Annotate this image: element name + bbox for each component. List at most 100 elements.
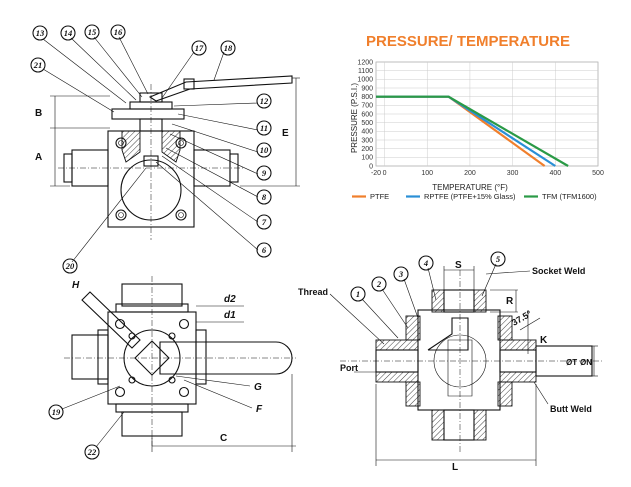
svg-text:20: 20: [65, 261, 75, 271]
chart-y-tick: 0: [369, 163, 373, 170]
chart-y-tick: 800: [361, 94, 373, 101]
chart-x-tick: 500: [592, 170, 604, 177]
chart-y-tick: 1100: [358, 68, 373, 75]
chart-y-tick: 1000: [357, 77, 373, 84]
stem-seal-section-right: [161, 130, 181, 163]
svg-text:11: 11: [260, 123, 268, 133]
handle-lever: [148, 75, 293, 102]
chart-y-tick: 700: [361, 103, 373, 110]
callout-6: 6: [256, 242, 272, 258]
svg-text:5: 5: [496, 254, 501, 264]
chart-legend-label: RPTFE (PTFE+15% Glass): [424, 192, 516, 201]
chart-y-tick: 600: [361, 111, 373, 118]
svg-text:3: 3: [398, 269, 404, 279]
plan-right-flange: [195, 329, 207, 385]
callout-9: 9: [256, 165, 272, 181]
dim-e: E: [282, 128, 289, 139]
callout-17: 17: [191, 40, 207, 56]
label-port: Port: [340, 363, 358, 373]
label-thread: Thread: [298, 287, 328, 297]
svg-text:9: 9: [262, 168, 267, 178]
callout-14: 14: [60, 25, 76, 41]
callout-22: 22: [84, 444, 100, 460]
callout-16: 16: [110, 24, 126, 40]
callout-10: 10: [256, 142, 272, 158]
chart-legend-label: TFM (TFM1600): [542, 192, 597, 201]
callout-20: 20: [62, 258, 78, 274]
chart-y-tick: 200: [361, 146, 373, 153]
chart-y-tick: 500: [361, 120, 373, 127]
chart-legend: PTFE RPTFE (PTFE+15% Glass) TFM (TFM1600): [352, 192, 597, 201]
callout-7: 7: [256, 214, 272, 230]
dim-f: F: [256, 404, 263, 415]
chart-x-label: TEMPERATURE (°F): [432, 183, 508, 192]
svg-text:18: 18: [224, 43, 233, 53]
chart-x-tick: 0: [383, 170, 387, 177]
chart-series: [376, 95, 569, 167]
chart-y-tick: 400: [361, 129, 373, 136]
plan-view: [61, 276, 296, 452]
chart-axes: 0100200300400500600700800900100011001200…: [357, 59, 604, 177]
callout-12: 12: [256, 93, 272, 109]
dim-d2: d2: [224, 294, 236, 305]
callout-4: 4: [418, 255, 434, 271]
callout-2: 2: [371, 276, 387, 292]
plan-stem-square: [134, 340, 170, 376]
callout-21: 21: [30, 57, 46, 73]
plan-handle: [159, 341, 293, 375]
dim-g: G: [254, 382, 262, 393]
plan-left-flange: [97, 329, 109, 385]
dim-id: ØN: [580, 358, 592, 367]
chart-x-tick: -20: [371, 170, 381, 177]
gland-plate: [111, 108, 185, 120]
dim-l: L: [452, 462, 458, 473]
svg-text:14: 14: [64, 28, 73, 38]
chart-grid: [375, 61, 599, 167]
svg-text:4: 4: [423, 258, 428, 268]
dim-h: H: [72, 280, 80, 291]
body-bolts: [115, 137, 187, 221]
dim-od: ØT: [566, 358, 577, 367]
svg-text:10: 10: [260, 145, 269, 155]
chart-y-label: PRESSURE (P.S.I.): [350, 83, 359, 153]
svg-text:2: 2: [376, 279, 382, 289]
dimension-lines-front: [50, 77, 300, 187]
front-elevation-view: B A E: [35, 36, 300, 263]
svg-text:16: 16: [114, 27, 123, 37]
plan-bolts: [114, 318, 190, 398]
callouts-front: 13 14 15 16 17 18 21 12 11 10 9 8 7 6 20: [30, 24, 272, 274]
chart-series-line-3: [376, 95, 569, 167]
chart-y-tick: 1200: [357, 59, 373, 66]
bottom-socket: [443, 409, 475, 441]
dim-c: C: [220, 433, 227, 444]
svg-text:12: 12: [260, 96, 269, 106]
section-body: [417, 309, 501, 411]
callout-15: 15: [84, 24, 100, 40]
callout-8: 8: [256, 189, 272, 205]
chart-y-tick: 100: [361, 155, 373, 162]
svg-text:21: 21: [33, 60, 43, 70]
callout-18: 18: [220, 40, 236, 56]
chart-legend-label: PTFE: [370, 192, 389, 201]
svg-text:13: 13: [36, 28, 45, 38]
label-butt-weld: Butt Weld: [550, 404, 592, 414]
chart-x-tick: 100: [421, 170, 433, 177]
stem-seal-section: [121, 130, 141, 163]
callout-leaders-front: [42, 36, 259, 263]
label-socket-weld: Socket Weld: [532, 266, 585, 276]
dim-angle: 37.5°: [510, 308, 534, 327]
callout-13: 13: [32, 25, 48, 41]
svg-text:17: 17: [195, 43, 204, 53]
handle-grip: [183, 78, 195, 90]
pt-chart: PRESSURE/ TEMPERATURE 010020030040050060…: [350, 33, 604, 201]
dim-d1: d1: [224, 310, 236, 321]
chart-x-tick: 300: [507, 170, 519, 177]
chart-x-tick: 200: [464, 170, 476, 177]
chart-y-tick: 300: [361, 137, 373, 144]
plan-h-leader: [81, 291, 141, 349]
callout-11: 11: [256, 120, 272, 136]
chart-title: PRESSURE/ TEMPERATURE: [366, 33, 570, 50]
svg-text:19: 19: [52, 407, 61, 417]
svg-text:8: 8: [262, 192, 267, 202]
dim-a: A: [35, 152, 42, 163]
